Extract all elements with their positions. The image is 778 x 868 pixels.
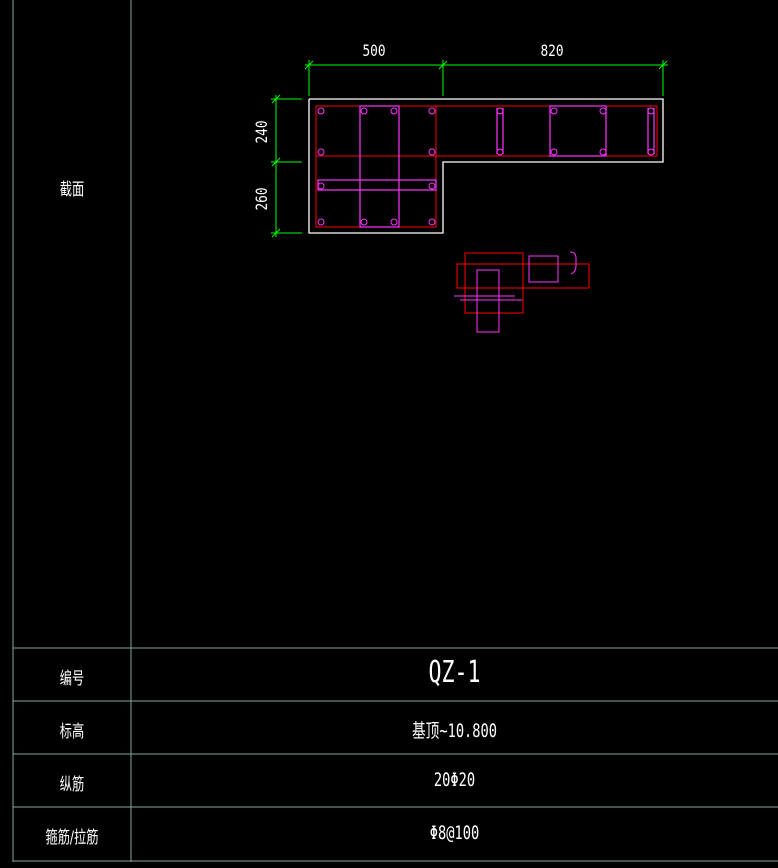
section-label: 截面 — [59, 180, 85, 200]
stirrup-detail-sketch — [454, 251, 590, 333]
row-value-longitudinal-rebar: 20Φ20 — [433, 769, 476, 791]
section-outline — [308, 98, 664, 234]
dim-top-500: 500 — [362, 43, 385, 61]
dim-top-820: 820 — [540, 43, 563, 61]
row-label-elevation: 标高 — [59, 722, 85, 742]
row-value-number: QZ-1 — [428, 655, 481, 690]
dim-left-240: 240 — [254, 120, 272, 143]
dim-left-260: 260 — [254, 187, 272, 210]
row-value-elevation: 基顶~10.800 — [411, 720, 498, 742]
row-label-number: 编号 — [59, 669, 85, 689]
row-label-stirrup-tie: 箍筋/拉筋 — [45, 828, 99, 848]
table-grid — [12, 0, 778, 862]
row-value-stirrup-tie: Φ8@100 — [429, 822, 480, 844]
rebar-dots — [317, 107, 655, 226]
row-label-longitudinal-rebar: 纵筋 — [59, 775, 85, 795]
dimension-lines — [271, 60, 668, 238]
magenta-stirrups — [317, 105, 655, 228]
